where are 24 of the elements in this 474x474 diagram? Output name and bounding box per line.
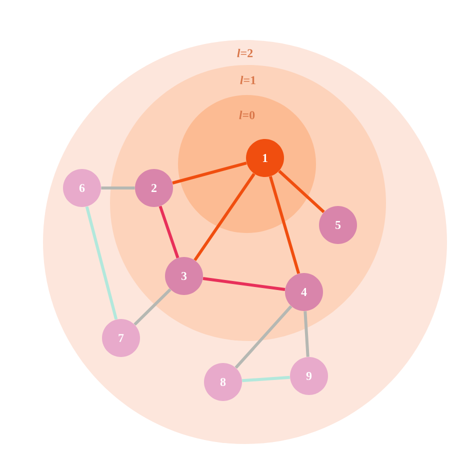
- edge-line: [101, 186, 135, 190]
- edge-line: [268, 176, 300, 274]
- graph-node: 1: [246, 139, 284, 177]
- graph-node: 2: [135, 169, 173, 207]
- graph-node: 3: [165, 257, 203, 295]
- edge-line: [202, 277, 286, 291]
- edge-line: [304, 311, 310, 357]
- layer-label: l=2: [237, 48, 253, 58]
- graph-node: 4: [285, 273, 323, 311]
- edge-line: [158, 206, 180, 258]
- layer-label: l=0: [239, 110, 255, 120]
- edge-line: [242, 376, 290, 382]
- edge-line: [234, 305, 292, 369]
- edge-line: [85, 206, 118, 320]
- graph-node: 6: [63, 169, 101, 207]
- edge-line: [278, 170, 325, 214]
- graph-node: 8: [204, 363, 242, 401]
- edge-line: [172, 162, 247, 184]
- graph-node: 5: [319, 206, 357, 244]
- edge-line: [194, 172, 256, 262]
- edge-line: [134, 288, 172, 326]
- graph-node: 9: [290, 357, 328, 395]
- layer-label: l=1: [240, 76, 256, 84]
- graph-node: 7: [102, 319, 140, 357]
